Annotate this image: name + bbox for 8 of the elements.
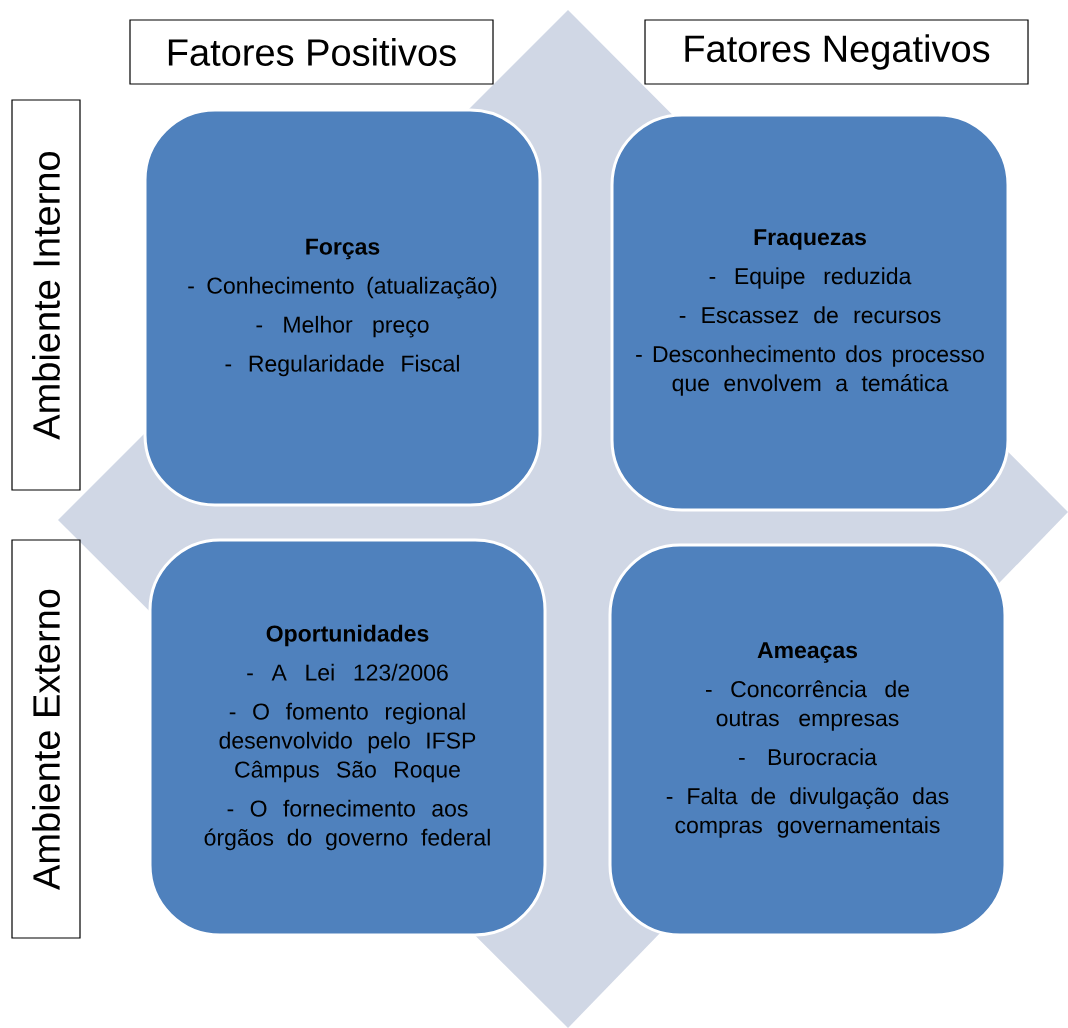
side-label-box: Ambiente Externo (11, 539, 81, 939)
side-label-box: Ambiente Interno (11, 99, 81, 491)
header-box: Fatores Negativos (644, 19, 1029, 85)
swot-box: Fraquezas - Equipe reduzida - Escassez de recursos - Desconhecimento dos processo que envolvem a temática (610, 113, 1010, 512)
swot-box: Oportunidades - A Lei 123/2006 - O fomento regional desenvolvido pelo IFSP Câmpus São Roque - O fornecimento aos órgãos do governo federal (148, 538, 547, 937)
header-box: Fatores Positivos (129, 19, 494, 85)
swot-box: Forças - Conhecimento (atualização) - Melhor preço - Regularidade Fiscal (143, 108, 542, 507)
swot-box: Ameaças - Concorrência de outras empresas - Burocracia - Falta de divulgação das compras governamentais (608, 543, 1007, 937)
